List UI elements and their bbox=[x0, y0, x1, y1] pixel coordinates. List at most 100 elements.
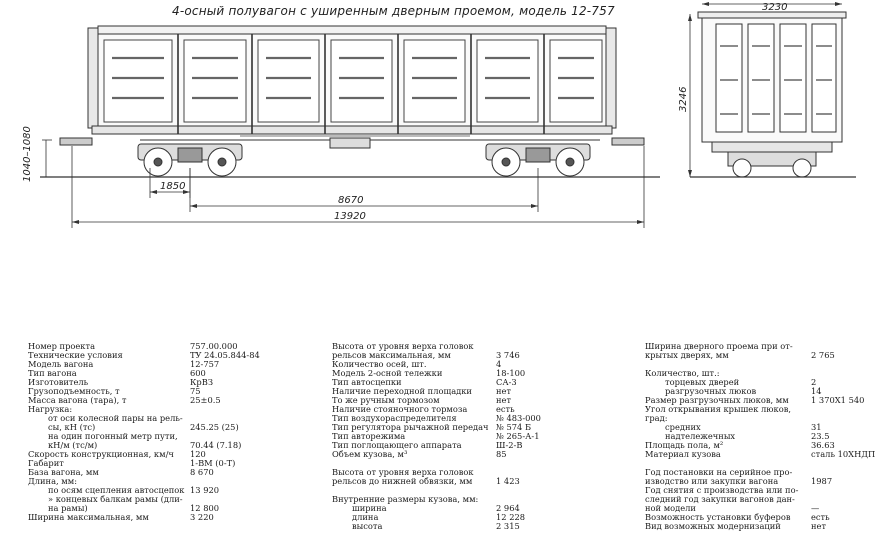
spec-value: нет bbox=[811, 521, 827, 531]
spec-label: Тип авторежима bbox=[332, 431, 406, 441]
rear-bogie bbox=[485, 143, 591, 177]
spec-label: Тип воздухораспределителя bbox=[332, 413, 457, 423]
wagon-drawing: 1850 8670 13920 1040–1080 bbox=[22, 2, 856, 228]
spec-label: от оси колесной пары на рель- bbox=[48, 413, 183, 423]
spec-value: нет bbox=[496, 386, 512, 396]
spec-label: Размер разгрузочных люков, мм bbox=[645, 395, 789, 405]
spec-value: 4 bbox=[496, 359, 502, 369]
spec-label: Год снятия с производства или по- bbox=[645, 485, 799, 495]
spec-value: 12 228 bbox=[496, 512, 526, 522]
spec-value: 12-757 bbox=[190, 359, 220, 369]
spec-label: Материал кузова bbox=[645, 449, 721, 459]
spec-label: ной модели bbox=[645, 503, 696, 513]
spec-value: есть bbox=[496, 404, 515, 414]
dim-bogie-base: 8670 bbox=[338, 195, 363, 206]
spec-value: 3 220 bbox=[190, 512, 214, 522]
dim-total-length: 13920 bbox=[334, 211, 366, 222]
spec-label: торцевых дверей bbox=[665, 377, 740, 387]
spec-value: 245.25 (25) bbox=[190, 422, 239, 432]
spec-label: Возможность установки буферов bbox=[645, 512, 791, 522]
spec-label: на один погонный метр пути, bbox=[48, 431, 178, 441]
spec-label: рельсов до нижней обвязки, мм bbox=[332, 476, 473, 486]
spec-label: Ширина максимальная, мм bbox=[28, 512, 149, 522]
spec-value: 31 bbox=[811, 422, 822, 432]
spec-value: сталь 10ХНДП bbox=[811, 449, 876, 459]
spec-value: — bbox=[811, 503, 820, 513]
dim-bogie-offset: 1850 bbox=[160, 181, 185, 192]
spec-value: СА-3 bbox=[496, 377, 517, 387]
dim-width: 3230 bbox=[762, 2, 787, 13]
spec-label: следний год закупки вагонов дан- bbox=[645, 494, 795, 504]
spec-value: 36.63 bbox=[811, 440, 835, 450]
spec-value: 75 bbox=[190, 386, 201, 396]
spec-label: Высота от уровня верха головок bbox=[332, 467, 474, 477]
spec-label: Модель 2-осной тележки bbox=[332, 368, 443, 378]
spec-value: 120 bbox=[190, 449, 206, 459]
spec-label: изводство или закупки вагона bbox=[645, 476, 779, 486]
spec-value: 8 670 bbox=[190, 467, 214, 477]
spec-label: Угол открывания крышек люков, bbox=[645, 404, 792, 414]
spec-value: 600 bbox=[190, 368, 206, 378]
spec-value: 25±0.5 bbox=[190, 395, 221, 405]
dimension-arrows bbox=[72, 190, 644, 224]
spec-value: 2 964 bbox=[496, 503, 520, 513]
spec-label: надтележечных bbox=[665, 431, 736, 441]
spec-value: 13 920 bbox=[190, 485, 220, 495]
spec-label: ширина bbox=[352, 503, 387, 513]
spec-label: » концевых балкам рамы (дли- bbox=[48, 494, 183, 504]
spec-label: Высота от уровня верха головок bbox=[332, 341, 474, 351]
dim-height: 3246 bbox=[678, 87, 689, 112]
spec-value: есть bbox=[811, 512, 830, 522]
spec-label: разгрузочных люков bbox=[665, 386, 757, 396]
spec-label: Модель вагона bbox=[28, 359, 94, 369]
spec-label: Объем кузова, м³ bbox=[332, 449, 408, 459]
spec-label: Площадь пола, м² bbox=[645, 440, 724, 450]
spec-value: 18-100 bbox=[496, 368, 526, 378]
spec-label: Скорость конструкционная, км/ч bbox=[28, 449, 174, 459]
dimension-lines bbox=[42, 139, 645, 228]
spec-value: 757.00.000 bbox=[190, 341, 238, 351]
spec-value: 1987 bbox=[811, 476, 833, 486]
spec-column-3: Ширина дверного проема при от-крытых две… bbox=[645, 342, 881, 538]
spec-label: Тип поглощающего аппарата bbox=[332, 440, 462, 450]
spec-label: Габарит bbox=[28, 458, 64, 468]
spec-label: Вид возможных модернизаций bbox=[645, 521, 781, 531]
spec-label: крытых дверях, мм bbox=[645, 350, 729, 360]
spec-value: 2 315 bbox=[496, 521, 520, 531]
spec-value: 12 800 bbox=[190, 503, 220, 513]
spec-label: Наличие стояночного тормоза bbox=[332, 404, 468, 414]
spec-label: Нагрузка: bbox=[28, 404, 73, 414]
spec-value: 23.5 bbox=[811, 431, 830, 441]
spec-label: Длина, мм: bbox=[28, 476, 77, 486]
spec-label: Изготовитель bbox=[28, 377, 89, 387]
wagon-side-view bbox=[40, 25, 660, 178]
front-bogie bbox=[137, 143, 243, 177]
spec-label: на рамы) bbox=[48, 503, 88, 513]
spec-label: Год постановки на серийное про- bbox=[645, 467, 793, 477]
spec-value: ТУ 24.05.844-84 bbox=[190, 350, 260, 360]
spec-label: Масса вагона (тара), т bbox=[28, 395, 127, 405]
spec-label: Количество осей, шт. bbox=[332, 359, 427, 369]
spec-value: 1 370X1 540 bbox=[811, 395, 865, 405]
spec-label: средних bbox=[665, 422, 701, 432]
spec-label: База вагона, мм bbox=[28, 467, 99, 477]
spec-value: Ш-2-В bbox=[496, 440, 523, 450]
spec-label: кН/м (тс/м) bbox=[48, 440, 98, 450]
spec-label: град: bbox=[645, 413, 668, 423]
spec-value: нет bbox=[496, 395, 512, 405]
spec-value: 3 746 bbox=[496, 350, 520, 360]
wagon-end-view bbox=[689, 3, 856, 178]
spec-label: Грузоподъемность, т bbox=[28, 386, 120, 396]
spec-value: 85 bbox=[496, 449, 507, 459]
drawing-title: 4-осный полувагон с уширенным дверным пр… bbox=[172, 4, 615, 18]
spec-label: То же ручным тормозом bbox=[332, 395, 440, 405]
spec-label: Тип вагона bbox=[28, 368, 77, 378]
spec-value: КрВЗ bbox=[190, 377, 213, 387]
dim-coupler-height: 1040–1080 bbox=[22, 126, 33, 182]
spec-value: 1-ВМ (0-Т) bbox=[190, 458, 236, 468]
spec-value: № 483-000 bbox=[496, 413, 541, 423]
spec-label: Внутренние размеры кузова, мм: bbox=[332, 494, 479, 504]
